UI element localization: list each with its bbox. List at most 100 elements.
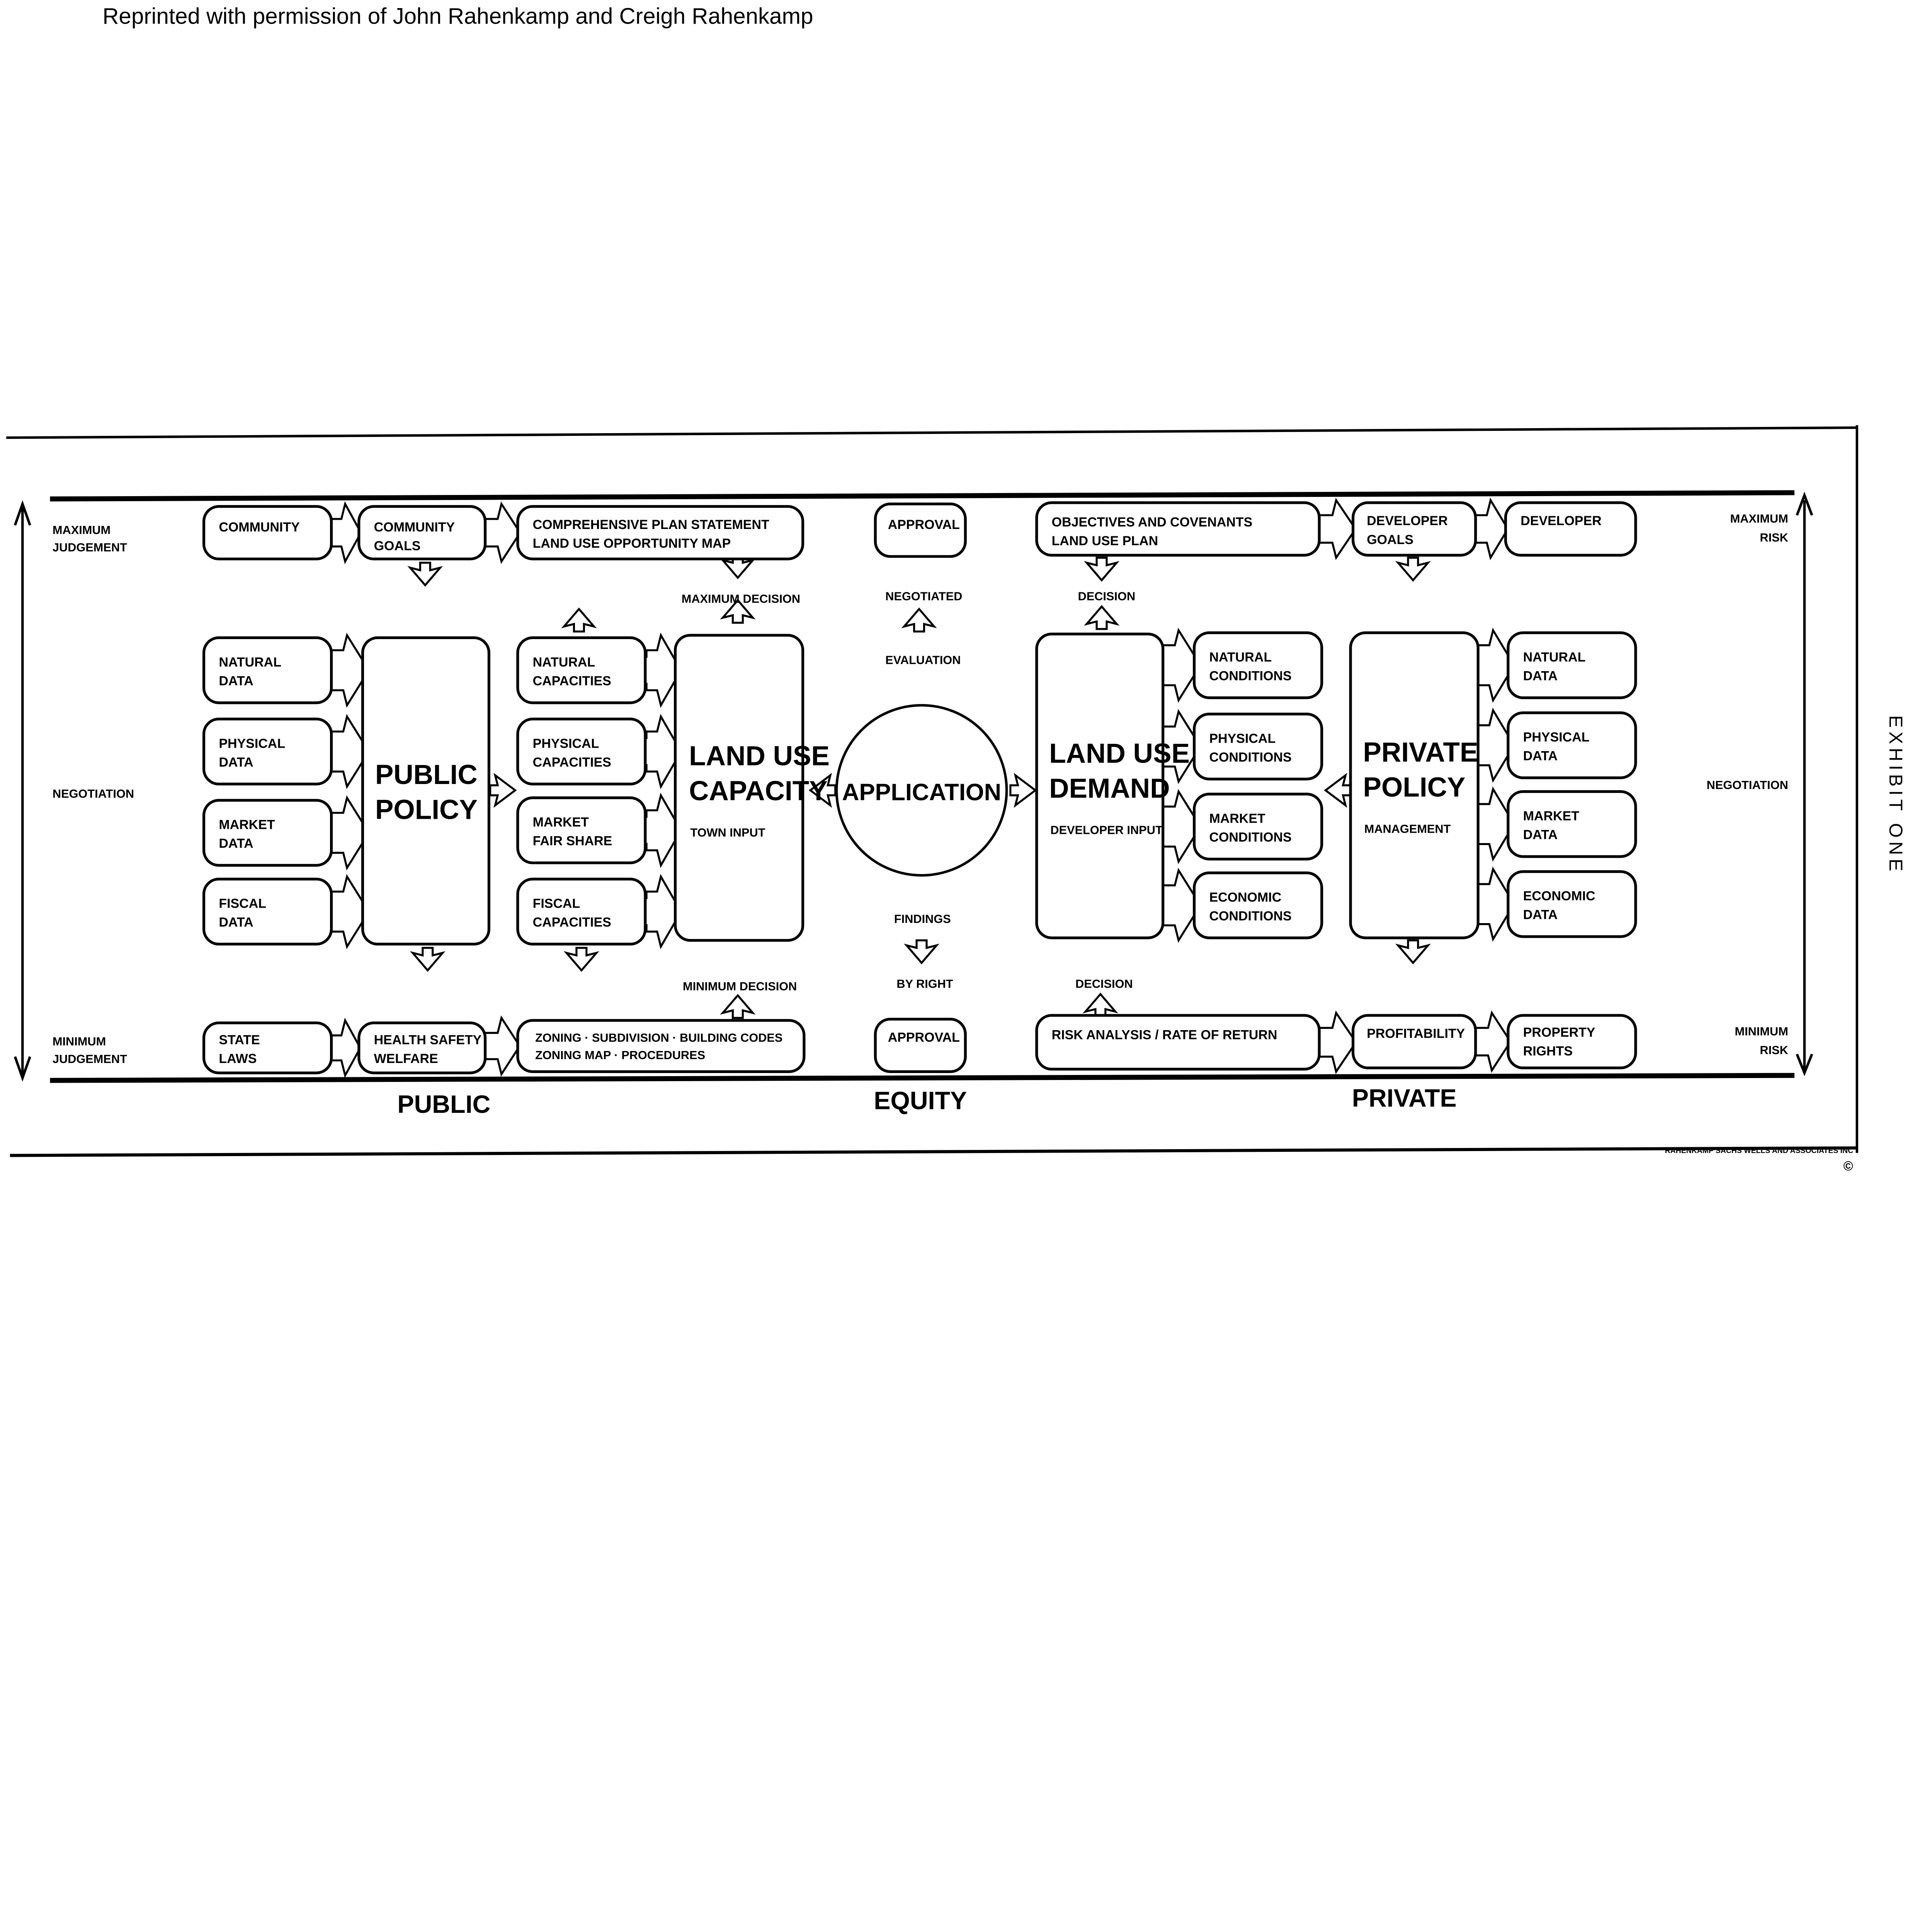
svg-text:DEVELOPER INPUT: DEVELOPER INPUT <box>1050 823 1163 837</box>
flow-label: EVALUATION <box>885 653 961 667</box>
connector-icon <box>1477 755 1509 783</box>
connector-icon <box>1318 1010 1354 1039</box>
connector-icon <box>484 1048 519 1077</box>
svg-text:COMMUNITY: COMMUNITY <box>219 520 300 534</box>
connector-icon <box>645 680 676 708</box>
svg-text:APPROVAL: APPROVAL <box>888 1030 960 1045</box>
exhibit-title: EXHIBIT ONE <box>1885 715 1906 875</box>
flow-label: FINDINGS <box>894 912 951 925</box>
connector-icon <box>1162 675 1195 703</box>
credit-line: Reprinted with permission of John Rahenk… <box>102 3 813 29</box>
arrow-up-icon <box>720 599 756 624</box>
connector-icon <box>330 1017 360 1046</box>
copyright-mark: © <box>1844 1159 1853 1173</box>
box-approval-top: APPROVAL <box>874 502 967 558</box>
connector-icon <box>1318 532 1354 560</box>
connector-icon <box>1477 628 1509 656</box>
arrow-left-icon <box>808 773 837 808</box>
svg-text:APPLICATION: APPLICATION <box>842 779 1001 806</box>
connector-icon <box>645 840 676 868</box>
connector-icon <box>645 921 676 949</box>
connector-icon <box>1475 1045 1509 1073</box>
connector-icon <box>330 921 364 949</box>
box-approval-bottom: APPROVAL <box>874 1017 967 1073</box>
arrow-down-icon <box>1395 939 1431 964</box>
arrow-right-icon <box>1009 773 1037 808</box>
svg-text:APPROVAL: APPROVAL <box>888 517 960 532</box>
box-profitability: PROFITABILITY <box>1352 1014 1477 1070</box>
arrow-up-icon <box>1084 605 1120 630</box>
arrow-up-icon <box>720 994 756 1019</box>
flow-label: NEGOTIATED <box>885 589 962 603</box>
connector-icon <box>330 795 364 823</box>
box-risk-analysis: RISK ANALYSIS / RATE OF RETURN <box>1035 1014 1321 1071</box>
connector-icon <box>330 501 360 530</box>
arrow-left-icon <box>1324 773 1352 808</box>
connector-icon <box>330 874 364 902</box>
svg-text:ZONING · SUBDIVISION · BUILDIN: ZONING · SUBDIVISION · BUILDING CODESZON… <box>535 1031 782 1062</box>
connector-icon <box>1477 675 1509 703</box>
connector-icon <box>645 874 676 902</box>
box-community: COMMUNITY <box>202 505 333 561</box>
frame <box>6 425 1859 1157</box>
connector-icon <box>1477 707 1509 736</box>
flow-label: DECISION <box>1075 977 1133 991</box>
arrow-down-icon <box>563 947 599 972</box>
connector-icon <box>330 761 364 789</box>
svg-text:TOWN INPUT: TOWN INPUT <box>690 826 765 839</box>
connector-icon <box>330 714 364 742</box>
application-circle: APPLICATION <box>835 704 1008 877</box>
connector-icon <box>330 680 364 708</box>
sector-public: PUBLIC <box>397 1090 490 1118</box>
connector-icon <box>330 842 364 871</box>
svg-text:DEVELOPER: DEVELOPER <box>1520 514 1602 528</box>
connector-icon <box>1162 628 1195 656</box>
arrow-up-icon <box>901 607 937 633</box>
arrow-right-icon <box>489 773 517 808</box>
connector-icon <box>1162 836 1195 864</box>
connector-icon <box>645 793 676 821</box>
connector-icon <box>1477 866 1509 895</box>
connector-icon <box>1162 709 1195 737</box>
arrow-down-icon <box>1084 556 1120 582</box>
connector-icon <box>645 761 676 789</box>
flow-label: DECISION <box>1078 589 1136 603</box>
connector-icon <box>1318 498 1354 526</box>
connector-icon <box>484 1015 519 1044</box>
firm-credit: RAHENKAMP SACHS WELLS AND ASSOCIATES INC <box>1665 1146 1853 1155</box>
